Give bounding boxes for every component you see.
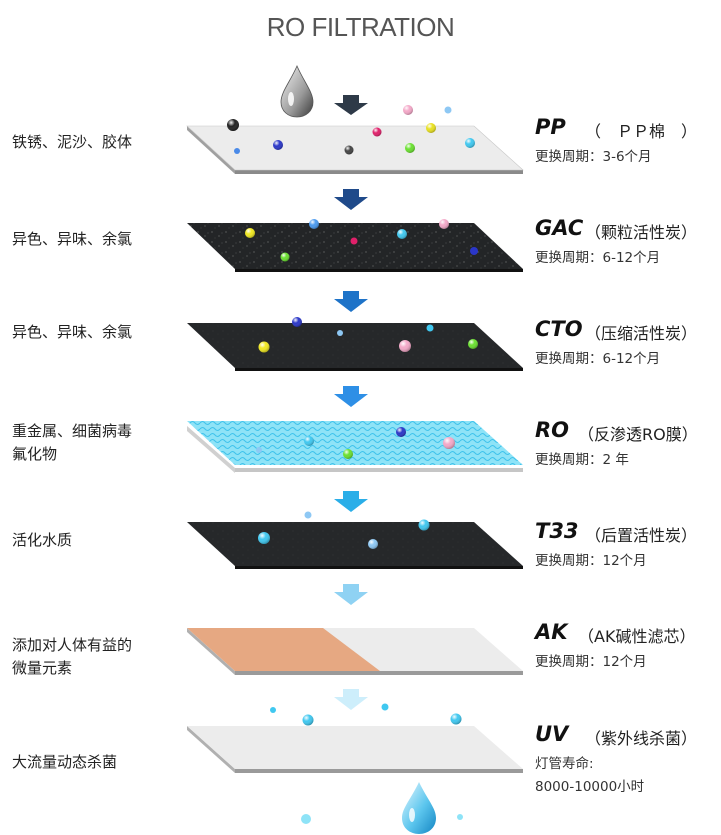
stage-description: （反渗透RO膜） [578,425,698,444]
stage-code: CTO [535,317,583,341]
filter-plate-t33 [187,522,523,569]
replacement-cycle: 更换周期：3-6个月 [535,149,652,165]
down-arrow-icon [334,386,368,407]
replacement-cycle: 更换周期：6-12个月 [535,351,661,367]
stage-code: UV [535,722,569,746]
stage-code: AK [535,620,568,644]
stage-description: （ ＰＰ棉 ） [585,122,698,141]
stage-effect-label: 铁锈、泥沙、胶体 [12,133,133,151]
stage-effect-label: 添加对人体有益的 微量元素 [12,636,133,677]
stage-effect-label: 重金属、细菌病毒 氟化物 [12,422,133,463]
stage-effect-label: 异色、异味、余氯 [12,323,133,341]
filter-plate-cto [187,323,523,371]
stage-effect-label: 活化水质 [12,531,73,549]
replacement-cycle: 更换周期：12个月 [535,553,647,569]
stage-description: （后置活性炭） [585,526,698,545]
down-arrow-icon [334,95,368,115]
replacement-cycle: 更换周期：2 年 [535,452,629,468]
down-arrow-icon [334,291,368,312]
stage-code: RO [535,418,570,442]
replacement-cycle: 更换周期：6-12个月 [535,250,661,266]
diagram-title: RO FILTRATION [266,12,455,42]
stage-effect-label: 异色、异味、余氯 [12,230,133,248]
stage-code: PP [535,115,566,139]
stage-description: （紫外线杀菌） [585,729,698,748]
water-drop-icon [280,65,314,118]
stage-code: T33 [535,519,579,543]
down-arrow-icon [334,189,368,210]
down-arrow-icon [334,584,368,605]
filter-plate-gac [187,223,523,272]
filter-plate-uv [187,726,523,773]
replacement-cycle: 更换周期：12个月 [535,654,647,670]
stage-description: （压缩活性炭） [585,324,698,343]
down-arrow-icon [334,689,368,710]
lamp-life-label: 灯管寿命: [535,756,594,772]
filter-plate-pp [186,125,524,174]
stage-effect-label: 大流量动态杀菌 [12,753,118,771]
filter-plate-ak [187,628,523,675]
stage-code: GAC [535,216,584,240]
down-arrow-icon [334,491,368,512]
particle-shading [227,105,478,726]
lamp-life-hours: 8000-10000小时 [535,779,645,795]
water-drop-icon [402,782,436,834]
filter-plate-ro [187,421,523,473]
stage-description: （AK碱性滤芯） [578,627,696,646]
stage-description: （颗粒活性炭） [585,223,698,242]
